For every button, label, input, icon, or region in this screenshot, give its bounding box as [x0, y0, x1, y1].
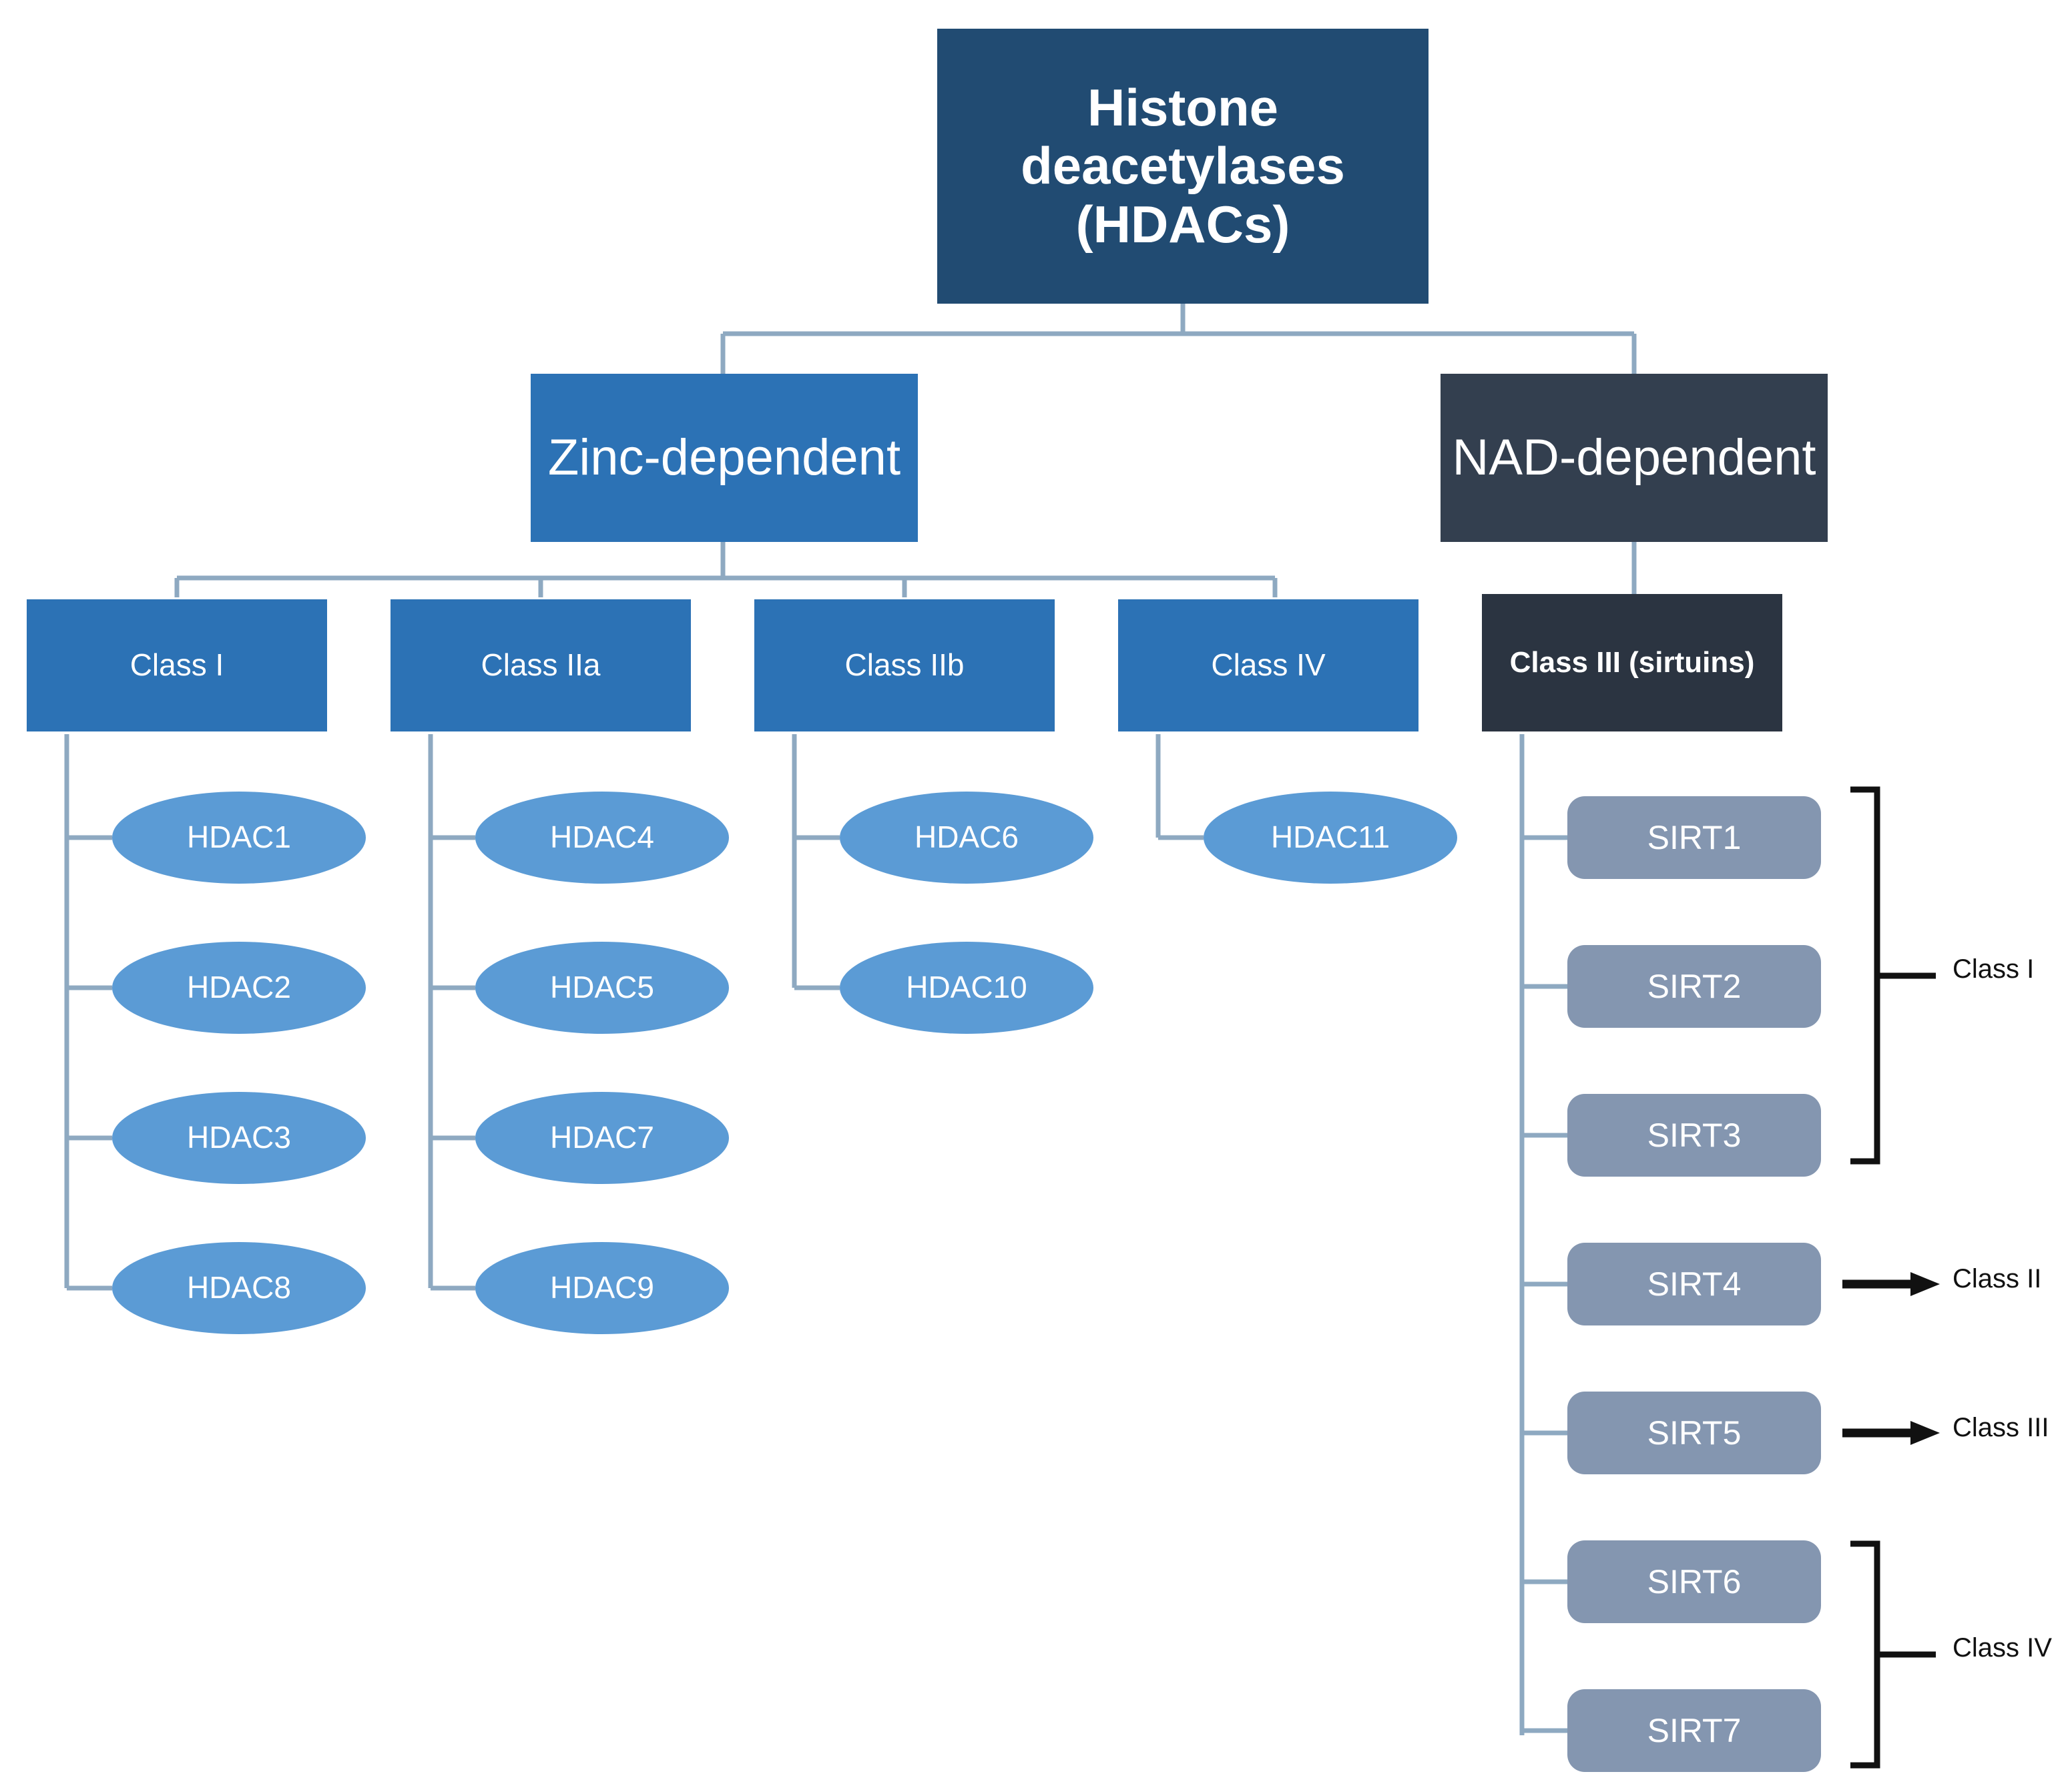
node-class-iib-label: Class IIb	[844, 647, 965, 683]
enzyme-hdac6-label: HDAC6	[915, 820, 1019, 855]
enzyme-hdac3-label: HDAC3	[187, 1120, 291, 1155]
enzyme-sirt3: SIRT3	[1567, 1094, 1821, 1177]
root-node-label: Histone deacetylases (HDACs)	[1021, 77, 1345, 254]
enzyme-hdac8-label: HDAC8	[187, 1270, 291, 1305]
node-zinc-dependent-label: Zinc-dependent	[547, 429, 901, 487]
annotation-sirt-class-i-label: Class I	[1953, 954, 2035, 984]
enzyme-hdac1: HDAC1	[112, 792, 366, 884]
node-class-iii-label: Class III (sirtuins)	[1509, 646, 1755, 679]
enzyme-hdac5-label: HDAC5	[550, 970, 654, 1005]
enzyme-sirt4-label: SIRT4	[1647, 1265, 1742, 1303]
node-class-iia: Class IIa	[391, 599, 691, 731]
annotation-sirt-class-iv: Class IV	[1953, 1633, 2052, 1663]
node-class-iia-label: Class IIa	[481, 647, 601, 683]
node-class-iii-sirtuins: Class III (sirtuins)	[1482, 594, 1782, 731]
enzyme-hdac10-label: HDAC10	[906, 970, 1027, 1005]
root-node-hdacs: Histone deacetylases (HDACs)	[937, 29, 1429, 304]
enzyme-hdac2: HDAC2	[112, 942, 366, 1034]
enzyme-hdac10: HDAC10	[840, 942, 1093, 1034]
enzyme-hdac9-label: HDAC9	[550, 1270, 654, 1305]
enzyme-hdac7-label: HDAC7	[550, 1120, 654, 1155]
enzyme-sirt6: SIRT6	[1567, 1540, 1821, 1623]
annotation-sirt-class-iv-label: Class IV	[1953, 1633, 2052, 1663]
enzyme-sirt1-label: SIRT1	[1647, 819, 1742, 856]
node-zinc-dependent: Zinc-dependent	[531, 374, 918, 542]
enzyme-hdac1-label: HDAC1	[187, 820, 291, 855]
enzyme-sirt1: SIRT1	[1567, 796, 1821, 879]
node-class-i: Class I	[27, 599, 327, 731]
enzyme-sirt6-label: SIRT6	[1647, 1563, 1742, 1600]
annotation-sirt-class-iii-label: Class III	[1953, 1413, 2049, 1442]
enzyme-hdac4: HDAC4	[475, 792, 729, 884]
node-class-i-label: Class I	[130, 647, 224, 683]
enzyme-sirt7: SIRT7	[1567, 1689, 1821, 1772]
enzyme-hdac11-label: HDAC11	[1270, 820, 1390, 855]
enzyme-hdac4-label: HDAC4	[550, 820, 654, 855]
annotation-sirt-class-ii-label: Class II	[1953, 1264, 2042, 1293]
annotation-sirt-class-ii: Class II	[1953, 1264, 2041, 1294]
enzyme-hdac2-label: HDAC2	[187, 970, 291, 1005]
enzyme-sirt5-label: SIRT5	[1647, 1414, 1742, 1452]
node-class-iv-label: Class IV	[1211, 647, 1326, 683]
enzyme-sirt3-label: SIRT3	[1647, 1117, 1742, 1154]
enzyme-sirt2-label: SIRT2	[1647, 968, 1742, 1005]
enzyme-hdac11: HDAC11	[1204, 792, 1457, 884]
node-class-iv: Class IV	[1118, 599, 1418, 731]
node-class-iib: Class IIb	[754, 599, 1055, 731]
enzyme-sirt4: SIRT4	[1567, 1243, 1821, 1325]
enzyme-sirt5: SIRT5	[1567, 1392, 1821, 1474]
annotation-sirt-class-iii: Class III	[1953, 1413, 2049, 1443]
enzyme-hdac6: HDAC6	[840, 792, 1093, 884]
node-nad-dependent: NAD-dependent	[1441, 374, 1828, 542]
enzyme-sirt2: SIRT2	[1567, 945, 1821, 1028]
enzyme-hdac8: HDAC8	[112, 1242, 366, 1334]
enzyme-sirt7-label: SIRT7	[1647, 1712, 1742, 1749]
enzyme-hdac3: HDAC3	[112, 1092, 366, 1184]
node-nad-dependent-label: NAD-dependent	[1452, 429, 1816, 487]
enzyme-hdac9: HDAC9	[475, 1242, 729, 1334]
enzyme-hdac7: HDAC7	[475, 1092, 729, 1184]
annotation-sirt-class-i: Class I	[1953, 954, 2034, 984]
enzyme-hdac5: HDAC5	[475, 942, 729, 1034]
